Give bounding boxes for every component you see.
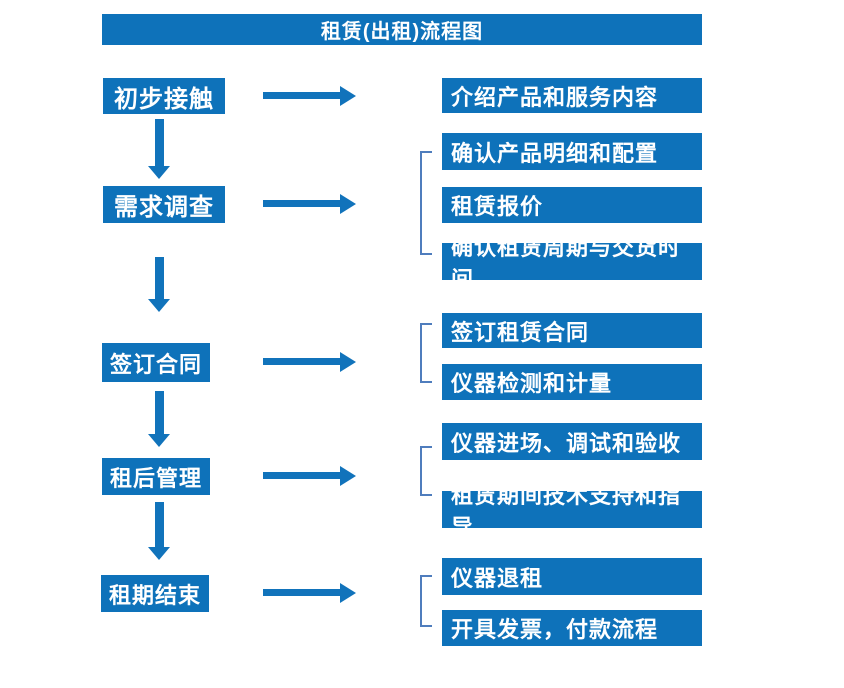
arrow-stem bbox=[263, 200, 340, 207]
page-title: 租赁(出租)流程图 bbox=[320, 21, 484, 43]
group-bracket-4 bbox=[420, 446, 432, 496]
right-arrow-3-icon bbox=[263, 352, 356, 372]
right-arrow-4-icon bbox=[263, 466, 356, 486]
arrow-head bbox=[148, 299, 170, 312]
down-arrow-4-icon bbox=[148, 502, 171, 560]
arrow-head bbox=[340, 583, 356, 603]
group-bracket-3 bbox=[420, 323, 432, 383]
step-box-post-rental-management: 租后管理 bbox=[102, 458, 210, 495]
arrow-stem bbox=[155, 257, 164, 300]
detail-box-confirm-period-delivery: 确认租赁周期与交货时间 bbox=[442, 235, 702, 292]
arrow-stem bbox=[263, 472, 340, 479]
down-arrow-3-icon bbox=[148, 391, 171, 447]
step-box-demand-survey: 需求调查 bbox=[103, 186, 225, 223]
right-arrow-2-icon bbox=[263, 194, 356, 214]
step-box-sign-contract: 签订合同 bbox=[102, 343, 210, 382]
detail-box-rental-tech-support: 租赁期间技术支持和指导 bbox=[442, 483, 702, 540]
detail-box-instrument-testing: 仪器检测和计量 bbox=[442, 364, 702, 400]
arrow-head bbox=[340, 86, 356, 106]
arrow-stem bbox=[263, 358, 340, 365]
group-bracket-5 bbox=[420, 575, 432, 627]
arrow-stem bbox=[155, 391, 164, 435]
down-arrow-1-icon bbox=[148, 119, 171, 179]
arrow-head bbox=[148, 547, 170, 560]
detail-box-intro-services: 介绍产品和服务内容 bbox=[442, 78, 702, 113]
down-arrow-2-icon bbox=[148, 257, 171, 312]
arrow-stem bbox=[155, 502, 164, 548]
arrow-head bbox=[340, 194, 356, 214]
detail-box-confirm-product-config: 确认产品明细和配置 bbox=[442, 133, 702, 170]
arrow-stem bbox=[263, 92, 340, 99]
arrow-head bbox=[148, 434, 170, 447]
arrow-head bbox=[340, 466, 356, 486]
group-bracket-2 bbox=[420, 151, 432, 255]
arrow-head bbox=[340, 352, 356, 372]
detail-box-invoice-payment: 开具发票，付款流程 bbox=[442, 610, 702, 646]
arrow-head bbox=[148, 166, 170, 179]
arrow-stem bbox=[263, 589, 340, 596]
arrow-stem bbox=[155, 119, 164, 167]
right-arrow-5-icon bbox=[263, 583, 356, 603]
step-box-lease-end: 租期结束 bbox=[101, 575, 209, 612]
detail-box-instrument-return: 仪器退租 bbox=[442, 558, 702, 595]
detail-box-rental-quote: 租赁报价 bbox=[442, 187, 702, 223]
step-box-initial-contact: 初步接触 bbox=[103, 78, 225, 114]
title-bar: 租赁(出租)流程图 bbox=[102, 14, 702, 45]
detail-box-instrument-setup-acceptance: 仪器进场、调试和验收 bbox=[442, 423, 702, 460]
right-arrow-1-icon bbox=[263, 86, 356, 106]
detail-box-sign-rental-contract: 签订租赁合同 bbox=[442, 313, 702, 348]
